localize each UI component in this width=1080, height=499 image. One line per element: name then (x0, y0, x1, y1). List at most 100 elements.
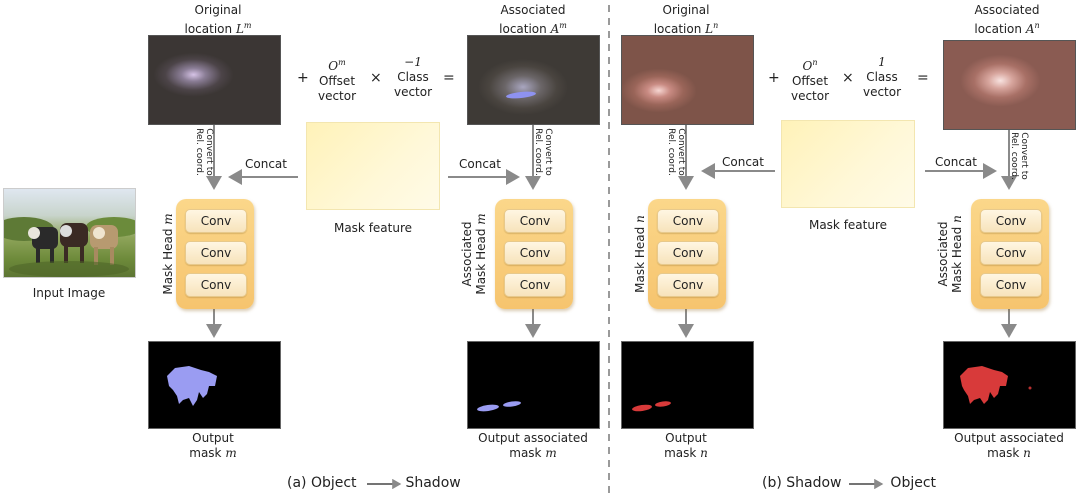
mask-head-m: Conv Conv Conv (176, 199, 254, 309)
caption-b-pre: (b) Shadow (762, 475, 842, 491)
convert-label-left-n: Convert to Rel. coord. (666, 122, 686, 182)
convert-left-m-line2: Rel. coord. (194, 128, 204, 176)
class-sym-m: −1 (404, 55, 422, 69)
orig-location-label-m: Original location Lm (168, 3, 268, 37)
out-left-line2-n: mask (664, 446, 701, 460)
mask-head-text-n: Mask Head (633, 222, 647, 293)
out-right-line1-n: Output associated (954, 431, 1064, 445)
output-mask-shape-m (167, 366, 217, 406)
concat-right-label-n: Concat (935, 155, 977, 169)
conv-block-an-1: Conv (980, 209, 1042, 233)
conv-block-an-3: Conv (980, 273, 1042, 297)
conv-block-n-3: Conv (657, 273, 719, 297)
concat-left-label-m: Concat (245, 157, 287, 171)
out-left-line2-m: mask (189, 446, 226, 460)
class-vector-label-n: 1 Class vector (855, 55, 909, 100)
assoc-location-heatmap-n (943, 40, 1076, 130)
offset-line2-m: vector (317, 89, 357, 103)
convert-right-m-line1: Convert to (543, 128, 553, 176)
offset-sym-n: O (802, 59, 813, 73)
mask-feature-label-m: Mask feature (333, 221, 413, 235)
class-vector-label-m: −1 Class vector (386, 55, 440, 100)
times-operator-m: × (370, 70, 382, 86)
convert-label-right-m: Convert to Rel. coord. (533, 122, 553, 182)
mask-head-n: Conv Conv Conv (648, 199, 726, 309)
class-line2-m: vector (393, 85, 433, 99)
conv-block-m-2: Conv (185, 241, 247, 265)
conv-block-n-1: Conv (657, 209, 719, 233)
output-assoc-mask-shape-n (960, 366, 1032, 404)
assoc-location-heatmap-m (467, 35, 600, 125)
assoc-head-line1-m: Associated (460, 221, 474, 287)
assoc-mask-head-n: Conv Conv Conv (971, 199, 1049, 309)
assoc-mask-head-m: Conv Conv Conv (495, 199, 573, 309)
out-right-line2-n: mask (987, 446, 1024, 460)
offset-line2-n: vector (790, 89, 830, 103)
concat-left-label-n: Concat (722, 155, 764, 169)
input-image-label: Input Image (32, 286, 106, 300)
convert-right-m-line2: Rel. coord. (533, 128, 543, 176)
orig-location-heatmap-n (621, 35, 754, 125)
orig-location-heatmap-m (148, 35, 281, 125)
out-right-sym-n: n (1023, 446, 1031, 460)
caption-a-post: Shadow (405, 475, 461, 491)
output-assoc-mask-m (467, 341, 600, 429)
offset-sup-n: n (812, 58, 818, 67)
output-mask-label-m: Output mask m (163, 431, 263, 461)
mask-head-text-m: Mask Head (161, 224, 175, 295)
caption-a-pre: (a) Object (287, 475, 357, 491)
conv-block-m-3: Conv (185, 273, 247, 297)
assoc-head-sym-n: n (950, 215, 964, 223)
assoc-location-line1-n: Associated (974, 3, 1040, 17)
times-operator-n: × (842, 70, 854, 86)
output-mask-label-n: Output mask n (636, 431, 736, 461)
mask-feature-block-n (781, 120, 915, 208)
assoc-location-sup-m: m (559, 21, 567, 30)
conv-block-am-1: Conv (504, 209, 566, 233)
conv-block-am-2: Conv (504, 241, 566, 265)
conv-block-an-2: Conv (980, 241, 1042, 265)
mask-head-sym-n: n (633, 215, 647, 223)
offset-line1-n: Offset (791, 74, 829, 88)
assoc-head-line1-n: Associated (936, 221, 950, 287)
assoc-location-line2-m: location (499, 22, 547, 36)
out-left-sym-m: m (225, 446, 237, 460)
offset-line1-m: Offset (318, 74, 356, 88)
plus-operator-n: + (768, 70, 780, 86)
convert-label-right-n: Convert to Rel. coord. (1009, 126, 1029, 186)
orig-location-label-n: Original location Ln (636, 3, 736, 37)
assoc-location-sym-n: A (1025, 22, 1035, 36)
output-assoc-mask-n (943, 341, 1076, 429)
output-assoc-mask-label-m: Output associated mask m (468, 431, 598, 461)
orig-location-line1-n: Original (662, 3, 710, 17)
out-left-sym-n: n (700, 446, 708, 460)
out-left-line1-n: Output (665, 431, 707, 445)
class-line1-n: Class (866, 70, 898, 84)
output-mask-n (621, 341, 754, 429)
equals-operator-n: = (917, 70, 929, 86)
output-assoc-mask-shape-m (477, 401, 521, 412)
orig-location-line1-m: Original (194, 3, 242, 17)
mask-head-label-m: Mask Head m (161, 204, 175, 304)
out-right-line2-m: mask (509, 446, 546, 460)
class-line1-m: Class (397, 70, 429, 84)
mask-feature-label-n: Mask feature (808, 218, 888, 232)
assoc-mask-head-label-n: Associated Mask Head n (936, 204, 964, 304)
concat-right-label-m: Concat (459, 157, 501, 171)
conv-block-m-1: Conv (185, 209, 247, 233)
out-right-line1-m: Output associated (478, 431, 588, 445)
convert-left-n-line2: Rel. coord. (666, 128, 676, 176)
conv-block-am-3: Conv (504, 273, 566, 297)
mask-feature-block-m (306, 122, 440, 210)
convert-right-n-line1: Convert to (1019, 132, 1029, 180)
assoc-blob-m (505, 90, 537, 100)
input-image (3, 188, 136, 278)
plus-operator-m: + (297, 70, 309, 86)
output-mask-shape-n (632, 401, 671, 412)
orig-location-sym-n: L (705, 22, 714, 36)
convert-right-n-line2: Rel. coord. (1009, 132, 1019, 180)
mask-head-label-n: Mask Head n (633, 204, 647, 304)
assoc-head-sym-m: m (474, 213, 488, 225)
conv-block-n-2: Conv (657, 241, 719, 265)
